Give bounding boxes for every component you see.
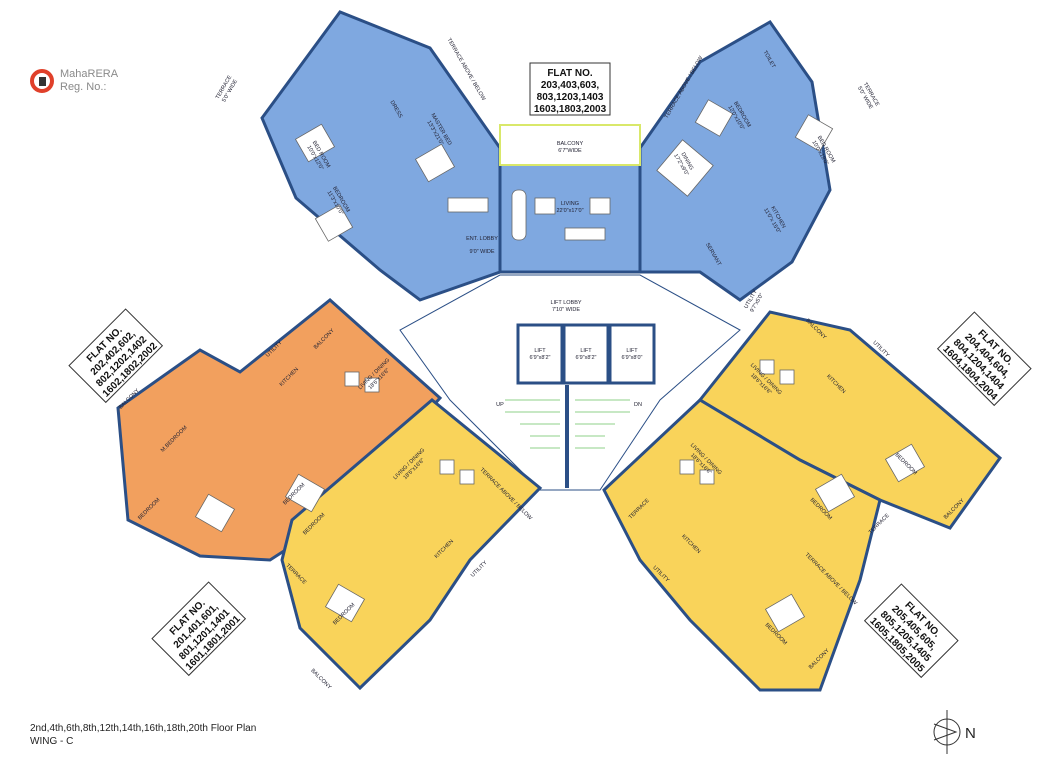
lift-dim: 6'9"x8'2": [576, 355, 597, 361]
staircase: [505, 385, 630, 488]
balcony-top: [499, 124, 641, 166]
reg-no-label: Reg. No.:: [60, 81, 107, 93]
lift-dim: 6'9"x8'2": [530, 355, 551, 361]
floor-plan-caption: 2nd,4th,6th,8th,12th,14th,16th,18th,20th…: [30, 722, 256, 748]
svg-text:1603,1803,2003: 1603,1803,2003: [534, 104, 607, 115]
maharera-logo: MahaRERA Reg. No.:: [30, 68, 118, 94]
furniture: [194, 359, 926, 633]
svg-text:FLAT NO.: FLAT NO.: [547, 68, 593, 79]
stair-dn-label: DN: [634, 402, 642, 408]
floors-label: 2nd,4th,6th,8th,12th,14th,16th,18th,20th…: [30, 723, 257, 734]
stair-up-label: UP: [496, 402, 504, 408]
lift-dim: 6'9"x8'0": [622, 355, 643, 361]
flat-label-204: FLAT NO. 204,404,604, 804,1204,1404 1604…: [936, 311, 1032, 407]
lift-label: LIFT: [626, 348, 638, 354]
lift-2: [562, 323, 610, 385]
flat-label-205: FLAT NO. 205,405,605, 805,1205,1405 1605…: [863, 583, 959, 679]
north-arrow-icon: [933, 710, 961, 754]
maharera-label: MahaRERA: [60, 68, 119, 80]
room-label: LIVING: [561, 201, 579, 207]
flat-label-203: FLAT NO. 203,403,603, 803,1203,1403 1603…: [529, 62, 611, 116]
flat-203-blue: [260, 10, 832, 302]
lift-3: [608, 323, 656, 385]
maharera-logo-icon: [30, 69, 54, 93]
flat-205-yellow: [602, 398, 882, 692]
room-dim: 6'7"WIDE: [558, 148, 582, 154]
flat-label-201: FLAT NO. 201,401,601, 801,1201,1401 1601…: [151, 581, 247, 677]
north-label: N: [965, 725, 976, 742]
room-label: UTILITY: [470, 560, 489, 579]
room-label: BALCONY: [557, 141, 584, 147]
furniture: [294, 99, 834, 242]
room-dim: 22'0"x17'0": [556, 208, 583, 214]
room-label: LIFT LOBBY: [550, 300, 581, 306]
room-label: ENT. LOBBY: [466, 236, 498, 242]
lift-1: [516, 323, 564, 385]
svg-text:203,403,603,: 203,403,603,: [541, 80, 600, 91]
room-label: BALCONY: [309, 668, 332, 691]
room-dim: 9'0" WIDE: [469, 249, 494, 255]
lift-label: LIFT: [534, 348, 546, 354]
svg-text:803,1203,1403: 803,1203,1403: [537, 92, 604, 103]
room-dim: 7'10" WIDE: [552, 307, 580, 313]
wing-label: WING - C: [30, 736, 74, 747]
lift-label: LIFT: [580, 348, 592, 354]
